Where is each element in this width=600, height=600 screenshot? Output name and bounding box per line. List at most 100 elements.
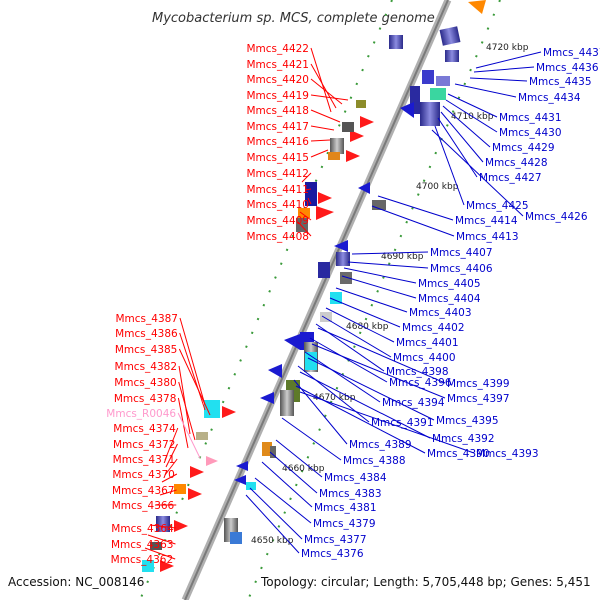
gene-label: Mmcs_4405 bbox=[418, 278, 481, 290]
gene-feature bbox=[305, 352, 317, 370]
gene-label: Mmcs_4428 bbox=[485, 157, 548, 169]
gene-label-leader bbox=[310, 109, 341, 123]
gene-label-leader bbox=[249, 487, 303, 540]
gene-feature bbox=[156, 516, 170, 532]
gene-label: Mmcs_4388 bbox=[343, 455, 406, 467]
gene-label-leader bbox=[447, 93, 498, 118]
gene-label-leader bbox=[310, 125, 335, 131]
gene-feature bbox=[196, 432, 208, 440]
gene-label: Mmcs_4390 bbox=[427, 448, 490, 460]
gene-feature bbox=[150, 542, 162, 550]
gene-label: Mmcs_4382 bbox=[115, 361, 178, 373]
gene-feature bbox=[410, 86, 420, 114]
gene-label-leader bbox=[371, 205, 455, 237]
gene-feature bbox=[445, 50, 459, 62]
gene-label: Mmcs_4389 bbox=[349, 439, 412, 451]
gene-label: Mmcs_4385 bbox=[115, 344, 178, 356]
gene-feature bbox=[420, 102, 440, 126]
gene-feature bbox=[174, 520, 188, 532]
gene-label-leader bbox=[434, 125, 465, 206]
gene-label: Mmcs_4421 bbox=[246, 59, 309, 71]
gene-label-leader bbox=[144, 547, 176, 560]
gene-label-leader bbox=[310, 47, 332, 113]
gene-label: Mmcs_4420 bbox=[246, 74, 309, 86]
gene-label-leader bbox=[179, 332, 206, 411]
gene-label: Mmcs_4416 bbox=[246, 136, 309, 148]
gene-label-leader bbox=[431, 129, 524, 217]
gene-feature bbox=[439, 26, 461, 46]
gene-label-leader bbox=[310, 94, 349, 101]
gene-label-leader bbox=[473, 66, 535, 73]
gene-feature bbox=[330, 138, 344, 154]
gene-label-leader bbox=[310, 139, 331, 142]
gene-label: Mmcs_4380 bbox=[114, 377, 177, 389]
gene-feature bbox=[280, 390, 294, 416]
gene-feature bbox=[298, 208, 310, 218]
gene-label: Mmcs_4363 bbox=[111, 539, 174, 551]
gene-label: Mmcs_4392 bbox=[432, 433, 495, 445]
kbp-mark: 4680 kbp bbox=[346, 322, 389, 332]
gene-feature bbox=[360, 116, 374, 128]
gene-label: Mmcs_4401 bbox=[396, 337, 459, 349]
gene-feature bbox=[160, 560, 174, 572]
gene-label-leader bbox=[309, 337, 388, 383]
gene-label-leader bbox=[297, 365, 370, 423]
gene-label-leader bbox=[343, 267, 417, 284]
gene-label: Mmcs_4394 bbox=[382, 397, 445, 409]
gene-label: Mmcs_4414 bbox=[455, 215, 518, 227]
gene-label-leader bbox=[445, 99, 498, 133]
kbp-mark: 4700 kbp bbox=[416, 182, 459, 192]
gene-label-leader bbox=[275, 439, 323, 478]
gene-label: Mmcs_4364 bbox=[111, 523, 174, 535]
gene-feature bbox=[320, 312, 332, 322]
gene-feature bbox=[400, 102, 414, 118]
gene-feature bbox=[270, 446, 276, 458]
gene-feature bbox=[188, 488, 202, 500]
gene-label-leader bbox=[475, 51, 542, 69]
gene-label: Mmcs_4381 bbox=[314, 502, 377, 514]
gene-label: Mmcs_4404 bbox=[418, 293, 481, 305]
gene-label-leader bbox=[307, 197, 312, 205]
gene-feature bbox=[422, 70, 434, 84]
kbp-mark: 4720 kbp bbox=[486, 43, 529, 53]
gene-label: Mmcs_4431 bbox=[499, 112, 562, 124]
gene-label: Mmcs_4374 bbox=[113, 423, 176, 435]
gene-label: Mmcs_4406 bbox=[430, 263, 493, 275]
gene-label-leader bbox=[295, 385, 426, 454]
gene-label: Mmcs_4409 bbox=[246, 215, 309, 227]
gene-label-leader bbox=[469, 77, 528, 82]
gene-label-leader bbox=[440, 111, 484, 163]
gene-feature bbox=[174, 484, 186, 494]
gene-label-leader bbox=[299, 211, 312, 221]
gene-feature bbox=[262, 442, 272, 456]
right-gene-labels: Mmcs_4437Mmcs_4436Mmcs_4435Mmcs_4434Mmcs… bbox=[245, 47, 600, 560]
gene-label: Mmcs_4393 bbox=[476, 448, 539, 460]
gene-feature bbox=[190, 466, 204, 478]
gene-label: Mmcs_4387 bbox=[115, 313, 178, 325]
gene-label: Mmcs_4430 bbox=[499, 127, 562, 139]
gene-feature bbox=[268, 364, 282, 378]
gene-label: Mmcs_4366 bbox=[112, 500, 175, 512]
gene-feature bbox=[316, 206, 334, 220]
gene-label-leader bbox=[351, 251, 429, 255]
gene-label-leader bbox=[377, 195, 454, 221]
gene-feature bbox=[372, 200, 386, 210]
gene-label: Mmcs_4398 bbox=[386, 366, 449, 378]
gene-label: Mmcs_4376 bbox=[301, 548, 364, 560]
gene-label-leader bbox=[325, 307, 395, 343]
gene-label-leader bbox=[299, 371, 431, 439]
gene-feature bbox=[340, 272, 352, 284]
gene-feature bbox=[234, 475, 246, 485]
gene-label-leader bbox=[454, 83, 517, 98]
gene-label-leader bbox=[178, 365, 191, 435]
gene-label-leader bbox=[317, 327, 446, 384]
gene-feature bbox=[430, 88, 446, 100]
gene-label-leader bbox=[321, 315, 392, 358]
gene-label-leader bbox=[310, 149, 329, 158]
gene-feature bbox=[284, 334, 300, 350]
gene-label: Mmcs_4399 bbox=[447, 378, 510, 390]
gene-label-leader bbox=[254, 477, 312, 524]
gene-label: Mmcs_4402 bbox=[402, 322, 465, 334]
gene-label-leader bbox=[341, 275, 417, 299]
kbp-mark: 4660 kbp bbox=[282, 464, 325, 474]
